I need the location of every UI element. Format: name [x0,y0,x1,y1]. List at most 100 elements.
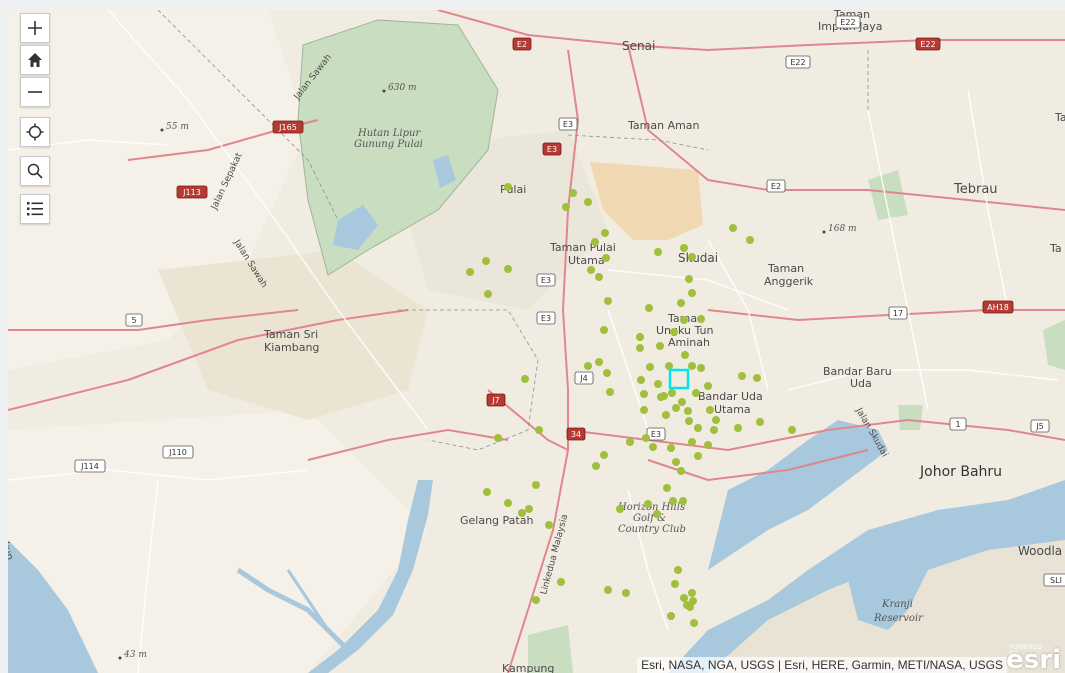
point-feature[interactable] [602,254,610,262]
point-feature[interactable] [532,481,540,489]
point-feature[interactable] [672,458,680,466]
point-feature[interactable] [688,253,696,261]
point-feature[interactable] [738,372,746,380]
point-feature[interactable] [688,362,696,370]
point-feature[interactable] [694,452,702,460]
point-feature[interactable] [532,596,540,604]
point-feature[interactable] [504,499,512,507]
point-feature[interactable] [667,612,675,620]
point-feature[interactable] [677,467,685,475]
point-feature[interactable] [595,273,603,281]
point-feature[interactable] [680,244,688,252]
map-view[interactable]: Senai Taman Impian Jaya Taman Aman Tebra… [8,10,1065,673]
point-feature[interactable] [694,424,702,432]
point-feature[interactable] [483,488,491,496]
point-feature[interactable] [672,404,680,412]
point-feature[interactable] [644,500,652,508]
point-feature[interactable] [601,229,609,237]
point-feature[interactable] [662,411,670,419]
point-feature[interactable] [656,342,664,350]
point-feature[interactable] [704,441,712,449]
point-feature[interactable] [603,369,611,377]
point-feature[interactable] [697,315,705,323]
point-feature[interactable] [482,257,490,265]
point-feature[interactable] [685,275,693,283]
point-feature[interactable] [665,362,673,370]
point-feature[interactable] [668,389,676,397]
point-feature[interactable] [688,289,696,297]
point-feature[interactable] [654,248,662,256]
point-feature[interactable] [494,434,502,442]
search-button[interactable] [20,156,50,186]
point-feature[interactable] [622,589,630,597]
point-feature[interactable] [521,375,529,383]
point-feature[interactable] [504,265,512,273]
point-feature[interactable] [689,597,697,605]
point-feature[interactable] [679,497,687,505]
point-feature[interactable] [595,358,603,366]
point-feature[interactable] [637,376,645,384]
point-feature[interactable] [562,203,570,211]
point-feature[interactable] [636,333,644,341]
point-feature[interactable] [669,497,677,505]
point-feature[interactable] [587,266,595,274]
locate-button[interactable] [20,117,50,147]
point-feature[interactable] [680,316,688,324]
point-feature[interactable] [670,328,678,336]
point-feature[interactable] [569,189,577,197]
point-feature[interactable] [649,443,657,451]
point-feature[interactable] [680,594,688,602]
point-feature[interactable] [646,363,654,371]
point-feature[interactable] [616,505,624,513]
point-feature[interactable] [484,290,492,298]
point-feature[interactable] [518,509,526,517]
point-feature[interactable] [706,406,714,414]
point-feature[interactable] [704,382,712,390]
point-feature[interactable] [557,578,565,586]
point-feature[interactable] [642,434,650,442]
point-feature[interactable] [686,603,694,611]
point-feature[interactable] [640,390,648,398]
zoom-out-button[interactable] [20,77,50,107]
point-feature[interactable] [545,521,553,529]
point-feature[interactable] [604,586,612,594]
point-feature[interactable] [653,510,661,518]
point-feature[interactable] [606,388,614,396]
point-feature[interactable] [640,406,648,414]
point-feature[interactable] [584,198,592,206]
point-feature[interactable] [466,268,474,276]
point-feature[interactable] [592,462,600,470]
layer-list-button[interactable] [20,194,50,224]
point-feature[interactable] [626,438,634,446]
point-feature[interactable] [746,236,754,244]
point-feature[interactable] [710,426,718,434]
point-feature[interactable] [504,183,512,191]
point-feature[interactable] [729,224,737,232]
point-feature[interactable] [674,566,682,574]
home-button[interactable] [20,45,50,75]
point-feature[interactable] [685,417,693,425]
point-feature[interactable] [535,426,543,434]
point-feature[interactable] [591,238,599,246]
point-feature[interactable] [657,393,665,401]
point-feature[interactable] [692,389,700,397]
point-feature[interactable] [753,374,761,382]
point-feature[interactable] [688,589,696,597]
point-feature[interactable] [667,444,675,452]
point-feature[interactable] [677,299,685,307]
point-feature[interactable] [636,344,644,352]
point-feature[interactable] [756,418,764,426]
point-feature[interactable] [584,362,592,370]
point-feature[interactable] [600,451,608,459]
zoom-in-button[interactable] [20,13,50,43]
point-feature[interactable] [688,438,696,446]
point-feature[interactable] [712,416,720,424]
point-feature[interactable] [684,407,692,415]
point-feature[interactable] [525,505,533,513]
point-feature[interactable] [697,364,705,372]
point-feature[interactable] [734,424,742,432]
esri-logo[interactable]: POWERED BY esri [1006,645,1061,673]
point-feature[interactable] [645,304,653,312]
point-feature[interactable] [678,398,686,406]
point-feature[interactable] [600,326,608,334]
